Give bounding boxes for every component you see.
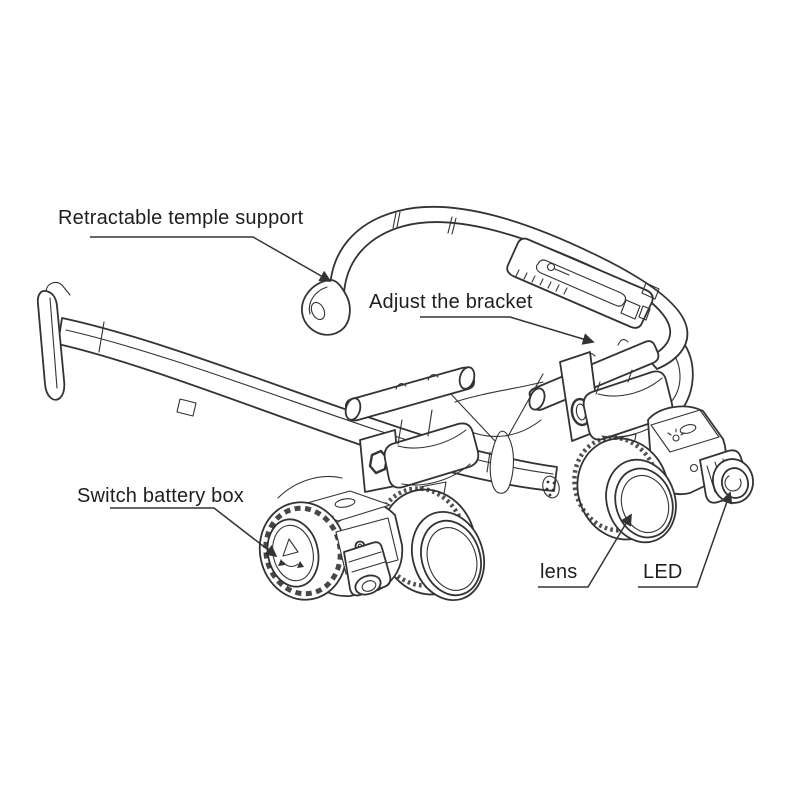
label-battery-box: Switch battery box [77, 485, 245, 507]
left-lens-rim [420, 519, 482, 597]
left-bracket-bar [344, 366, 476, 422]
bulb-icon [667, 428, 685, 442]
label-adjust-bracket: Adjust the bracket [369, 291, 533, 313]
right-lens [620, 474, 670, 534]
loop-hole [310, 301, 326, 321]
temple-loop-end [301, 279, 351, 336]
right-hinge-bracket [528, 339, 674, 455]
slider-pin [546, 262, 556, 272]
label-led: LED [643, 561, 683, 583]
left-temple-hook [45, 282, 71, 296]
label-lens: lens [540, 561, 578, 583]
led-emitter [724, 475, 742, 492]
label-temple-support: Retractable temple support [58, 207, 304, 229]
right-lens-rim [614, 467, 674, 539]
band-seams [392, 211, 457, 235]
left-temple-tip [36, 290, 66, 401]
brow-bar-seam-left [98, 321, 105, 353]
nose-wires [448, 373, 544, 442]
leader-lens [538, 513, 632, 588]
leader-led [638, 491, 733, 588]
headband-temple-arm [301, 205, 694, 413]
right-bracket-cap [528, 387, 546, 411]
switch-knob-face-inner [272, 524, 314, 582]
left-barrel-curves [397, 429, 471, 486]
battery-wire [277, 475, 343, 499]
left-pivot-barrel [383, 422, 480, 489]
nose-bridge [448, 373, 544, 494]
leader-adjust-bracket [420, 316, 595, 345]
slider-pin-stem [554, 268, 570, 276]
right-loupe-vent [542, 475, 560, 499]
slider-clip [641, 282, 660, 300]
left-led-rings [348, 551, 386, 573]
left-bracket-straps [397, 409, 433, 445]
left-led-face-inner [361, 580, 377, 592]
retractable-slider [506, 237, 660, 329]
right-loupe-vent-dots [545, 480, 556, 497]
slider-slot [535, 259, 627, 307]
leader-temple-support [90, 236, 332, 282]
left-bracket-cap-l [344, 397, 362, 421]
right-housing-top [650, 409, 720, 453]
nose-pad [489, 430, 515, 494]
left-bracket-bumps [395, 374, 439, 390]
slider-holes [620, 299, 651, 321]
brow-bar-band [57, 317, 558, 492]
switch-marking [278, 538, 304, 568]
battery-top-oval [334, 498, 356, 508]
left-lens [426, 527, 478, 591]
brow-bar-clasp [176, 398, 197, 417]
led-face-mid [721, 467, 749, 499]
left-loupe [375, 486, 485, 602]
left-bracket-cap-r [458, 366, 476, 390]
left-led-face [354, 574, 382, 596]
battery-box [258, 475, 404, 601]
leader-lines [90, 236, 733, 588]
headband-end-curve [679, 341, 694, 413]
leader-battery-box [110, 507, 278, 558]
right-loupe [542, 435, 677, 544]
left-temple-tip-line [49, 297, 58, 389]
left-plate-hex-hole [368, 449, 389, 475]
brow-bar [36, 282, 558, 492]
right-housing-oval [679, 424, 697, 434]
right-housing-screw [689, 463, 699, 473]
right-bracket-straps [595, 369, 633, 395]
slider-serrations [515, 269, 568, 295]
loop-inner-line [308, 286, 328, 315]
right-bracket-bar [528, 340, 660, 411]
headband-band [329, 205, 689, 370]
left-hinge-bracket [344, 366, 480, 503]
